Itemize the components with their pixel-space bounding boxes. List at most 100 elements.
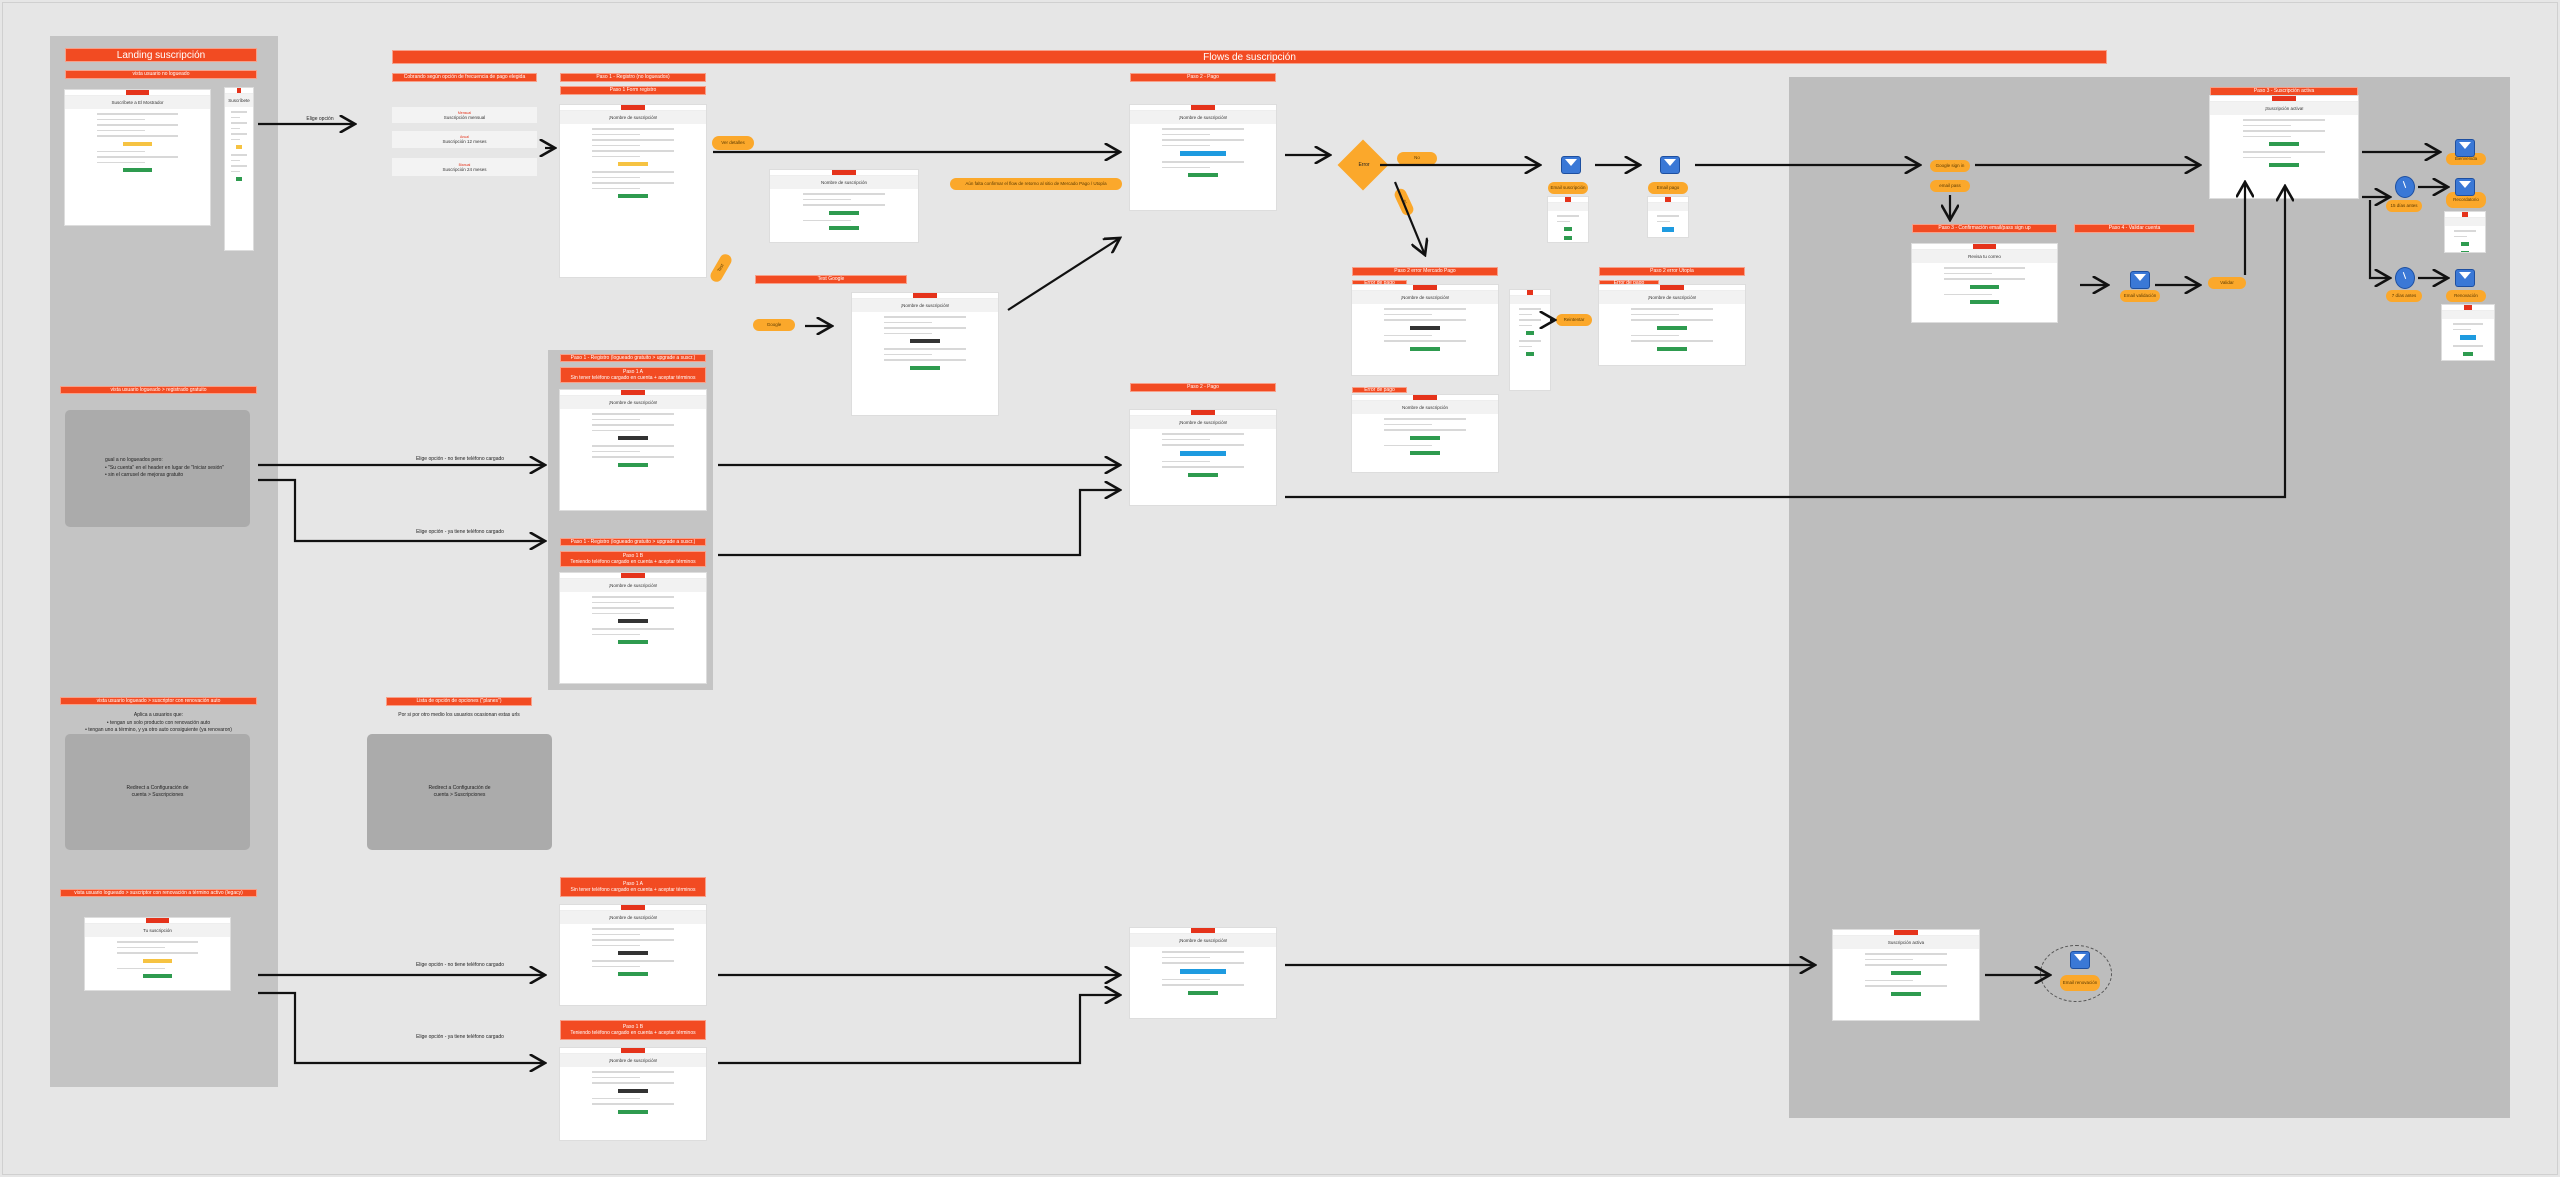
mockup-footer-button — [1891, 991, 1921, 996]
screen-mockup-m-p2: ¡Nombre de suscripción! — [1130, 105, 1276, 210]
mockup-text-line — [592, 150, 674, 152]
annotation-t-error: Error — [1358, 162, 1370, 168]
screen-mockup-m-bot-b: ¡Nombre de suscripción! — [560, 1048, 706, 1140]
mockup-text-line — [592, 413, 674, 415]
mockup-nav — [560, 573, 706, 579]
mockup-text-line — [116, 952, 199, 954]
screen-mockup-m-mid: Nombre de suscripción — [770, 170, 918, 242]
mockup-title: Suscríbete a El Mostrador — [65, 96, 210, 109]
step-label-p2: Paso 2 - Pago — [1130, 73, 1276, 82]
mockup-nav-tab — [832, 170, 856, 175]
mockup-text-line — [1631, 319, 1713, 321]
mockup-text-line — [1518, 324, 1532, 326]
action-pill-pl-ep: email pass — [1930, 180, 1970, 192]
mockup-text-line — [592, 456, 674, 458]
action-pill-pl-val: Validar — [2208, 277, 2246, 289]
flow-arrow — [1393, 181, 1425, 255]
mockup-text-line — [1162, 144, 1211, 146]
screen-mockup-m-mp1: ¡Nombre de suscripción! — [1352, 285, 1498, 375]
mockup-nav-tab — [236, 88, 242, 93]
mockup-text-line — [1162, 133, 1211, 135]
mockup-text-line — [231, 138, 241, 140]
mockup-button — [143, 958, 172, 963]
mockup-footer-button — [1410, 451, 1440, 455]
action-pill-pl-e2: Email pago — [1648, 182, 1688, 194]
mockup-title: ¡Nombre de suscripción! — [560, 111, 706, 124]
mockup-title — [1548, 203, 1588, 211]
mockup-button — [1891, 970, 1921, 975]
screen-mockup-m-test: ¡Nombre de suscripción! — [852, 293, 998, 415]
mockup-text-line — [592, 960, 674, 962]
mockup-title: ¡Nombre de suscripción! — [560, 579, 706, 592]
mockup-button — [910, 339, 940, 343]
mockup-text-line — [231, 111, 247, 113]
mockup-nav — [1510, 290, 1550, 296]
mockup-nav-tab — [621, 905, 645, 910]
mockup-text-line — [1384, 418, 1466, 420]
mockup-text-line — [1943, 278, 2026, 280]
step-label-p1form: Paso 1 Form registro — [560, 86, 706, 95]
mockup-text-line — [1865, 958, 1914, 960]
mockup-button — [123, 141, 152, 146]
mockup-nav — [1130, 105, 1276, 111]
mockup-nav — [1548, 197, 1588, 203]
email-icon — [2456, 140, 2474, 156]
annotation-t-sin-tel2: Elige opción - no tiene teléfono cargado — [415, 962, 505, 968]
flow-arrow — [2368, 200, 2390, 278]
mockup-nav-tab — [1894, 930, 1918, 935]
screen-mockup-m-list — [1510, 290, 1550, 390]
step-label-p2mp: Paso 2 error Mercado Pago — [1352, 267, 1498, 276]
screen-mockup-m-grp-b: ¡Nombre de suscripción! — [560, 573, 706, 683]
step-label-p1: Paso 1 - Registro (no logueados) — [560, 73, 706, 82]
step-label-flows: Flows de suscripción — [392, 50, 2107, 64]
mockup-text-line — [2242, 124, 2292, 126]
mockup-text-line — [802, 193, 886, 195]
mockup-text-line — [1518, 308, 1542, 310]
mockup-text-line — [1556, 220, 1570, 222]
mockup-text-line — [592, 607, 674, 609]
screen-mockup-m-bot-a: ¡Nombre de suscripción! — [560, 905, 706, 1005]
mockup-button — [2269, 142, 2299, 146]
mockup-text-line — [1631, 340, 1713, 342]
action-pill-pl-no: No — [1397, 152, 1437, 165]
annotation-t-con-tel: Elige opción - ya tiene teléfono cargado — [416, 529, 504, 535]
mockup-title — [1510, 296, 1550, 304]
mockup-text-line — [2453, 323, 2483, 325]
mockup-title: ¡Nombre de suscripción! — [560, 911, 706, 924]
mockup-button — [1657, 325, 1687, 330]
flow-arrow — [718, 995, 1120, 1065]
step-label-l-no-log: vista usuario no logueado — [65, 70, 257, 79]
mockup-footer-button — [910, 365, 940, 370]
mockup-text-line — [1943, 272, 1992, 274]
mockup-button — [1661, 227, 1675, 232]
mockup-button — [1179, 968, 1227, 974]
mockup-footer-button — [1970, 300, 1999, 304]
mockup-text-line — [592, 155, 641, 157]
mockup-text-line — [592, 424, 674, 426]
screen-mockup-m-p2c: ¡Nombre de suscripción! — [1130, 928, 1276, 1018]
annotation-t-lista: Por si por otro medio los usuarios ocasi… — [398, 712, 520, 718]
mockup-text-line — [1518, 345, 1532, 347]
mockup-title: ¡Nombre de suscripción! — [560, 1054, 706, 1067]
mockup-text-line — [231, 122, 247, 124]
screen-mockup-m-p1: ¡Nombre de suscripción! — [560, 105, 706, 277]
mockup-button — [1526, 331, 1534, 335]
screen-mockup-m-br: Suscripción activa — [1833, 930, 1979, 1020]
mockup-nav — [1352, 285, 1498, 291]
mockup-text-line — [592, 187, 641, 189]
action-pill-pl-e1: Email suscripción — [1548, 182, 1588, 194]
action-pill-pl-retry: Reintentar — [1556, 314, 1592, 326]
mockup-title: ¡Suscripción activa! — [2210, 102, 2358, 115]
step-label-grp-p1a: Paso 1 A Sin tener teléfono cargado en c… — [560, 367, 706, 383]
screen-mockup-m-p2b: ¡Nombre de suscripción! — [1130, 410, 1276, 505]
mockup-text-line — [1162, 444, 1244, 446]
mockup-text-line — [1556, 215, 1580, 217]
screen-mockup-m-e3 — [2445, 212, 2485, 252]
annotation-t-auto: Aplica a usuarios que: • tengan un solo … — [85, 712, 232, 733]
mockup-text-line — [592, 144, 641, 146]
mockup-text-line — [96, 129, 145, 131]
mockup-title: ¡Nombre de suscripción! — [1599, 291, 1745, 304]
